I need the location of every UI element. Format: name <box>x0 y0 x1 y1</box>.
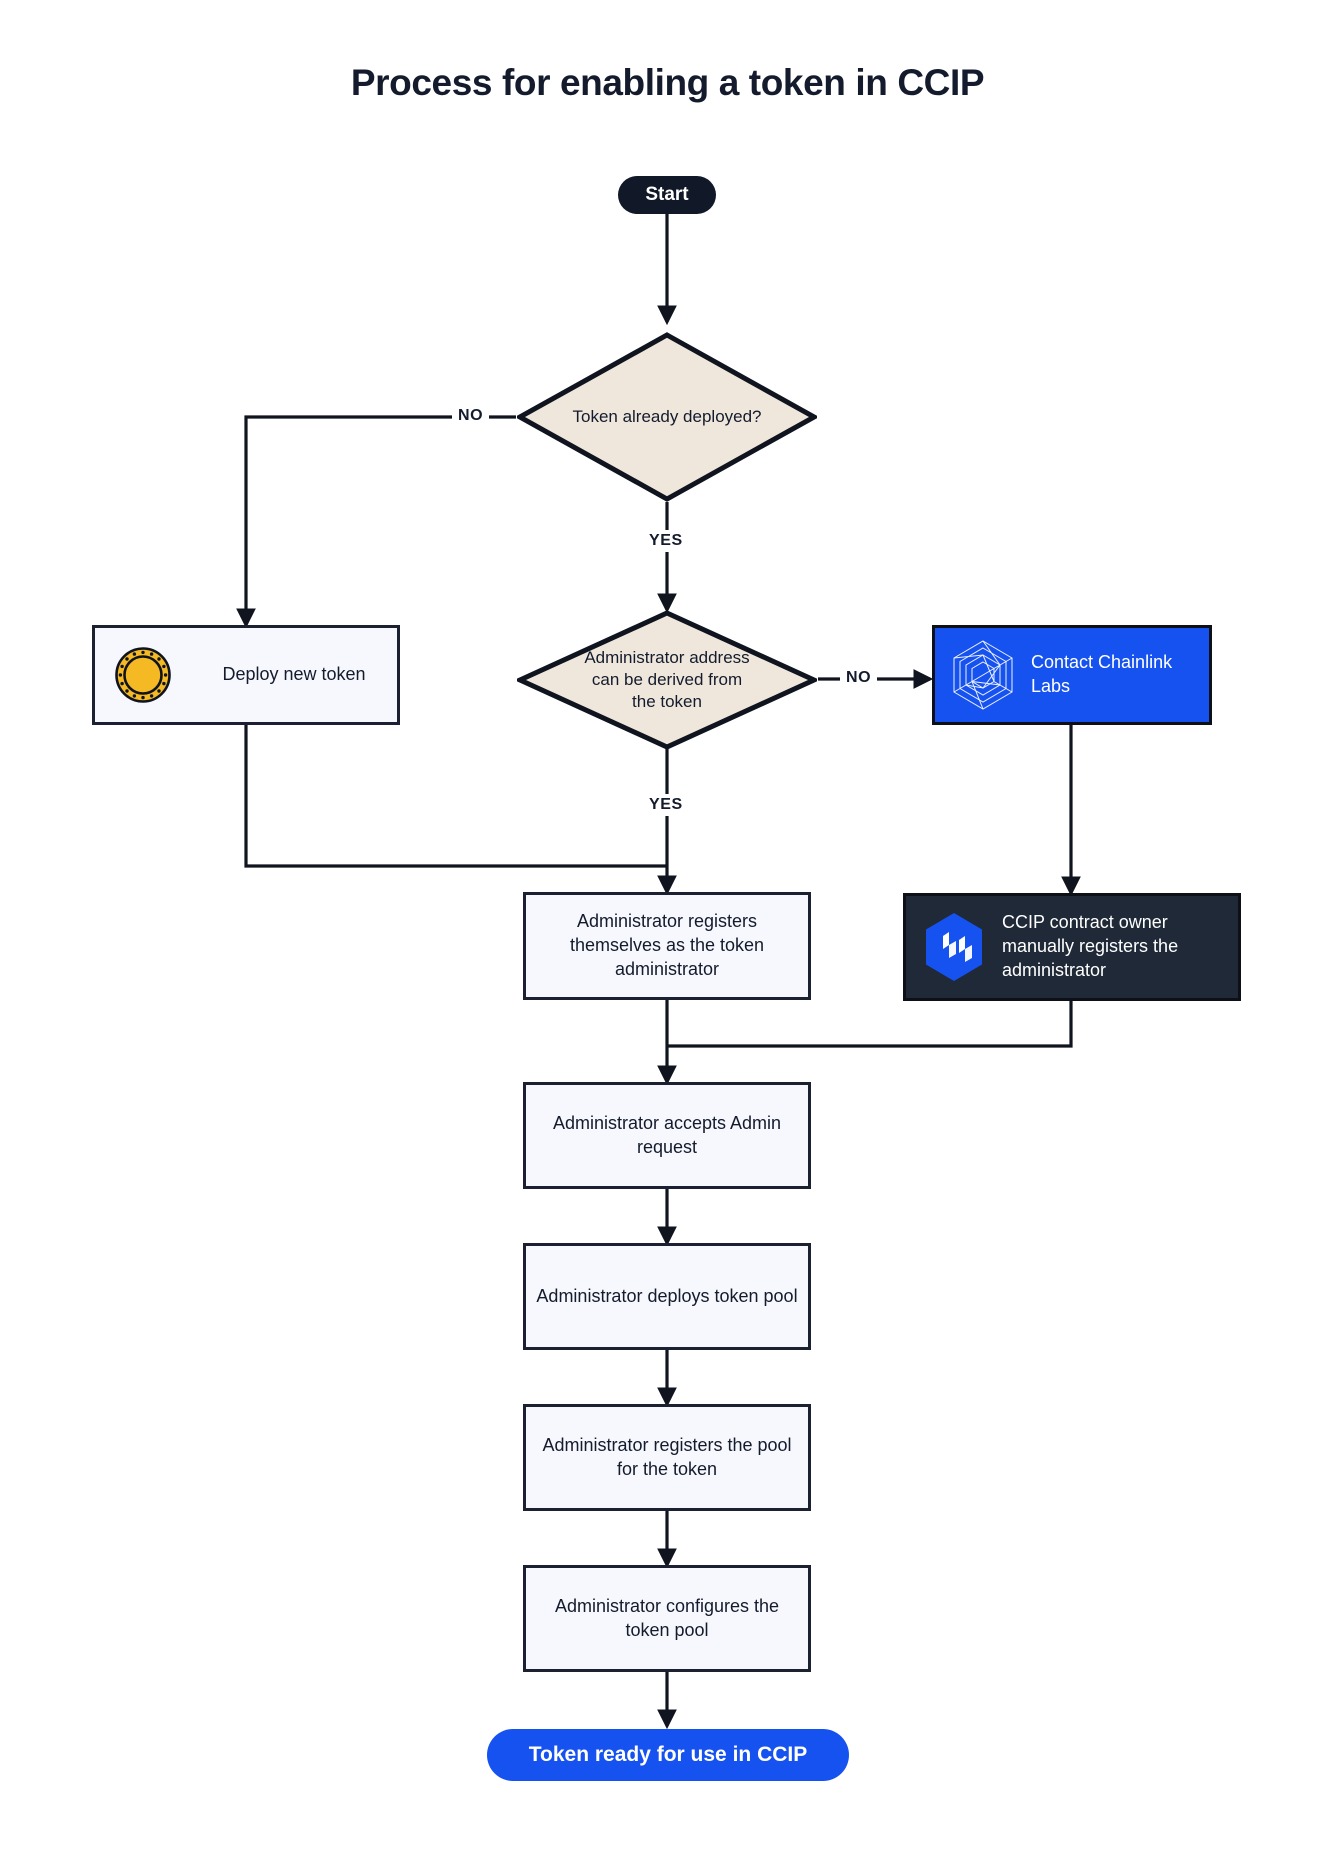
start-node-label: Start <box>645 183 689 205</box>
admin-configures-pool-box[interactable]: Administrator configures the token pool <box>523 1565 811 1672</box>
edge-label-derived-yes: YES <box>643 794 689 816</box>
start-node[interactable]: Start <box>618 176 716 214</box>
gold-coin-icon <box>95 646 191 704</box>
decision-token-already-deployed-label: Token already deployed? <box>572 406 762 426</box>
decision-admin-address-derived[interactable]: Administrator address can be derived fro… <box>517 610 817 750</box>
ccip-owner-registers-box[interactable]: CCIP contract owner manually registers t… <box>903 893 1241 1001</box>
edge-label-derived-no: NO <box>840 667 878 689</box>
token-ready-node[interactable]: Token ready for use in CCIP <box>487 1729 849 1781</box>
admin-registers-pool-box[interactable]: Administrator registers the pool for the… <box>523 1404 811 1511</box>
decision-token-already-deployed[interactable]: Token already deployed? <box>517 332 817 502</box>
ccip-hexagon-icon <box>906 912 1002 982</box>
deploy-new-token-box[interactable]: Deploy new token <box>92 625 400 725</box>
admin-deploys-pool-label: Administrator deploys token pool <box>536 1285 798 1306</box>
page-title: Process for enabling a token in CCIP <box>350 62 985 103</box>
contact-chainlink-labs-box[interactable]: Contact Chainlink Labs <box>932 625 1212 725</box>
admin-registers-pool-label: Administrator registers the pool for the… <box>542 1434 792 1479</box>
admin-accepts-request-label: Administrator accepts Admin request <box>552 1112 782 1157</box>
ccip-owner-registers-label: CCIP contract owner manually registers t… <box>1002 912 1179 980</box>
admin-registers-self-label: Administrator registers themselves as th… <box>569 911 765 979</box>
edge-label-deployed-yes: YES <box>643 530 689 552</box>
admin-registers-self-box[interactable]: Administrator registers themselves as th… <box>523 892 811 1000</box>
decision-admin-address-derived-label: Administrator address can be derived fro… <box>584 647 750 712</box>
chainlink-hexagon-icon <box>935 639 1031 711</box>
admin-accepts-request-box[interactable]: Administrator accepts Admin request <box>523 1082 811 1189</box>
diamond-shape <box>517 610 817 750</box>
diamond-shape <box>517 332 817 502</box>
admin-configures-pool-label: Administrator configures the token pool <box>554 1595 780 1640</box>
admin-deploys-pool-box[interactable]: Administrator deploys token pool <box>523 1243 811 1350</box>
contact-chainlink-labs-label: Contact Chainlink Labs <box>1031 652 1173 696</box>
edge-label-deployed-no: NO <box>452 405 490 427</box>
token-ready-label: Token ready for use in CCIP <box>528 1743 808 1767</box>
deploy-new-token-label: Deploy new token <box>222 664 366 685</box>
